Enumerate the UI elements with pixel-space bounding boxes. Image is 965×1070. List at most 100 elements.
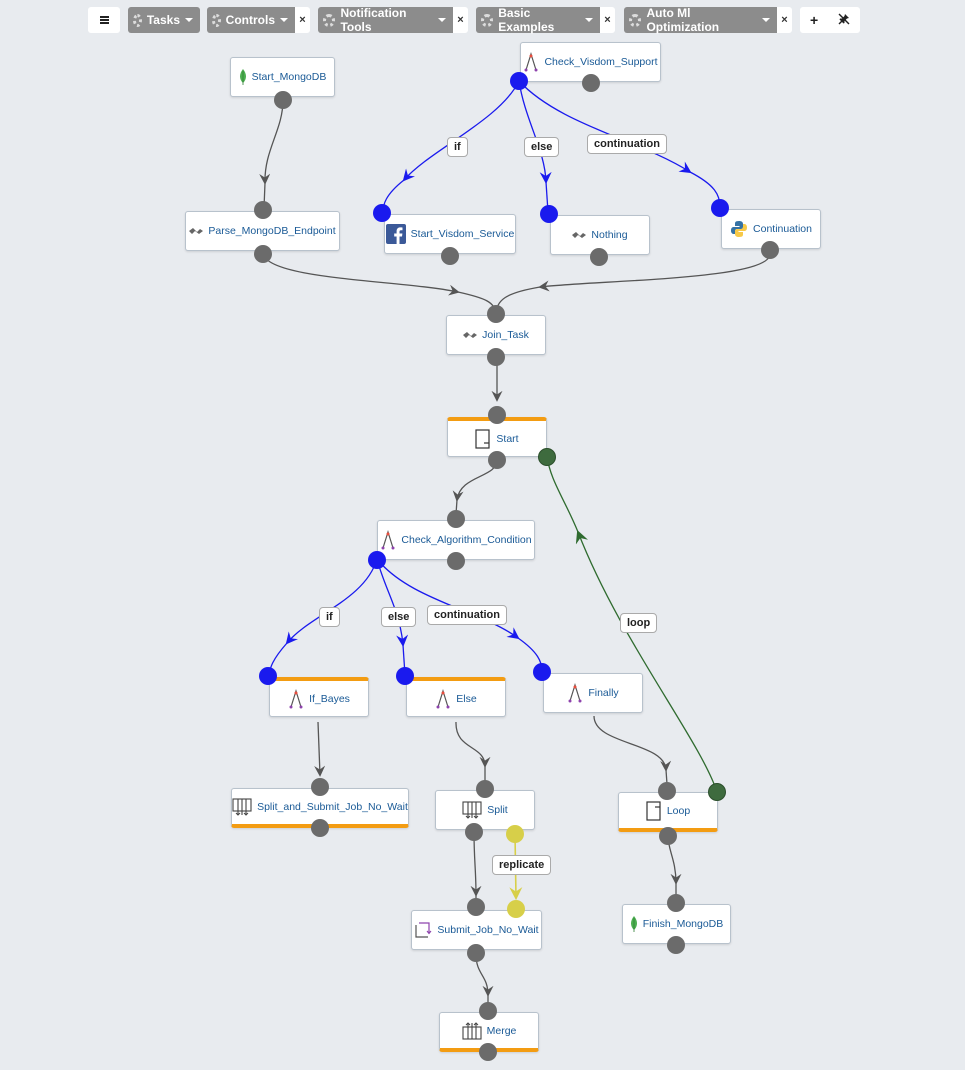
menu-controls: Controls × — [207, 7, 310, 33]
output-port[interactable] — [447, 552, 465, 570]
task-else[interactable]: Else — [406, 677, 506, 717]
edge-split-to-submit — [470, 831, 482, 897]
input-port[interactable] — [447, 510, 465, 528]
hamburger-icon — [99, 16, 109, 24]
output-port[interactable] — [582, 74, 600, 92]
edge-else-to-nothing — [518, 80, 552, 184]
merge-icon — [462, 1021, 482, 1040]
edge-label-if[interactable]: if — [319, 607, 340, 627]
gear-icon — [323, 13, 336, 27]
loop-port[interactable] — [708, 783, 726, 801]
output-port[interactable] — [311, 819, 329, 837]
output-port[interactable] — [761, 241, 779, 259]
tasks-dropdown-button[interactable]: Tasks — [128, 7, 200, 33]
menu-notification-tools: Notification Tools × — [318, 6, 468, 34]
edge-label-else[interactable]: else — [524, 137, 560, 157]
input-port[interactable] — [487, 305, 505, 323]
basic-examples-dropdown-button[interactable]: Basic Examples — [476, 6, 600, 34]
split-icon — [462, 801, 482, 819]
edge-label-else[interactable]: else — [381, 607, 417, 627]
mongodb-leaf-icon — [630, 916, 638, 932]
output-port[interactable] — [465, 823, 483, 841]
replicate-port[interactable] — [506, 825, 524, 843]
edge-finally-to-loop — [593, 715, 672, 772]
unpin-icon[interactable] — [838, 12, 850, 28]
script-icon — [189, 227, 204, 235]
close-controls-button[interactable]: × — [295, 7, 310, 33]
task-start-mongodb[interactable]: Start_MongoDB — [230, 57, 335, 97]
gear-icon — [212, 13, 221, 27]
facebook-icon — [385, 224, 406, 244]
task-finally[interactable]: Finally — [543, 673, 643, 713]
output-port[interactable] — [467, 944, 485, 962]
input-port[interactable] — [667, 894, 685, 912]
add-button[interactable]: + — [809, 12, 819, 28]
edge-label-continuation[interactable]: continuation — [587, 134, 667, 154]
edge-label-if[interactable]: if — [447, 137, 468, 157]
input-port[interactable] — [658, 782, 676, 800]
loop-block-icon — [646, 800, 662, 821]
script-icon — [463, 331, 478, 339]
caret-down-icon — [762, 18, 770, 22]
caret-down-icon — [585, 18, 593, 22]
controls-dropdown-button[interactable]: Controls — [207, 7, 295, 33]
input-port[interactable] — [311, 778, 329, 796]
start-block-icon — [475, 428, 491, 449]
edge-label-replicate[interactable]: replicate — [492, 855, 552, 875]
input-port[interactable] — [259, 667, 277, 685]
input-port[interactable] — [479, 1002, 497, 1020]
branch-lambda-icon — [523, 52, 539, 72]
menu-basic-examples: Basic Examples × — [476, 6, 615, 34]
gear-icon — [629, 13, 642, 27]
input-port[interactable] — [711, 199, 729, 217]
auto-ml-optimization-dropdown-button[interactable]: Auto Ml Optimization — [624, 6, 777, 34]
close-auto-ml-optimization-button[interactable]: × — [777, 7, 792, 33]
edge-if-bayes-to-split-submit — [314, 721, 326, 777]
output-port[interactable] — [254, 245, 272, 263]
replicate-input-port[interactable] — [507, 900, 525, 918]
close-notification-tools-button[interactable]: × — [453, 7, 468, 33]
input-port[interactable] — [254, 201, 272, 219]
loop-port[interactable] — [538, 448, 556, 466]
output-port[interactable] — [487, 348, 505, 366]
edge-label-loop[interactable]: loop — [620, 613, 658, 633]
input-port[interactable] — [396, 667, 414, 685]
output-port[interactable] — [441, 247, 459, 265]
caret-down-icon — [280, 18, 288, 22]
edge-label-continuation[interactable]: continuation — [427, 605, 507, 625]
edge-else-to-split — [455, 721, 491, 768]
branch-lambda-icon — [435, 688, 451, 709]
notification-tools-dropdown-button[interactable]: Notification Tools — [318, 6, 453, 34]
branch-lambda-icon — [288, 688, 304, 709]
task-if-bayes[interactable]: If_Bayes — [269, 677, 369, 717]
edge-parse-to-join — [262, 253, 460, 296]
toolbar-tools: + — [800, 7, 860, 33]
caret-down-icon — [185, 18, 193, 22]
output-port[interactable] — [667, 936, 685, 954]
branch-port[interactable] — [510, 72, 528, 90]
menu-auto-ml-optimization: Auto Ml Optimization × — [624, 6, 792, 34]
input-port[interactable] — [488, 406, 506, 424]
output-port[interactable] — [274, 91, 292, 109]
branch-port[interactable] — [368, 551, 386, 569]
edge-loop-back-to-start — [575, 529, 718, 793]
gear-icon — [481, 13, 494, 27]
branch-lambda-icon — [380, 530, 396, 550]
output-port[interactable] — [659, 827, 677, 845]
output-port[interactable] — [488, 451, 506, 469]
input-port[interactable] — [467, 898, 485, 916]
output-port[interactable] — [479, 1043, 497, 1061]
input-port[interactable] — [373, 204, 391, 222]
edge-if-to-if-bayes — [285, 558, 378, 645]
output-port[interactable] — [590, 248, 608, 266]
mongodb-leaf-icon — [239, 69, 247, 85]
main-menu-button[interactable] — [88, 7, 120, 33]
input-port[interactable] — [476, 780, 494, 798]
input-port[interactable] — [540, 205, 558, 223]
input-port[interactable] — [533, 663, 551, 681]
python-icon — [730, 220, 748, 238]
submit-job-icon — [414, 921, 432, 939]
edge-continuation-to-continuation — [518, 80, 692, 174]
edge-start-mongodb-to-parse — [259, 99, 284, 185]
close-basic-examples-button[interactable]: × — [600, 7, 615, 33]
